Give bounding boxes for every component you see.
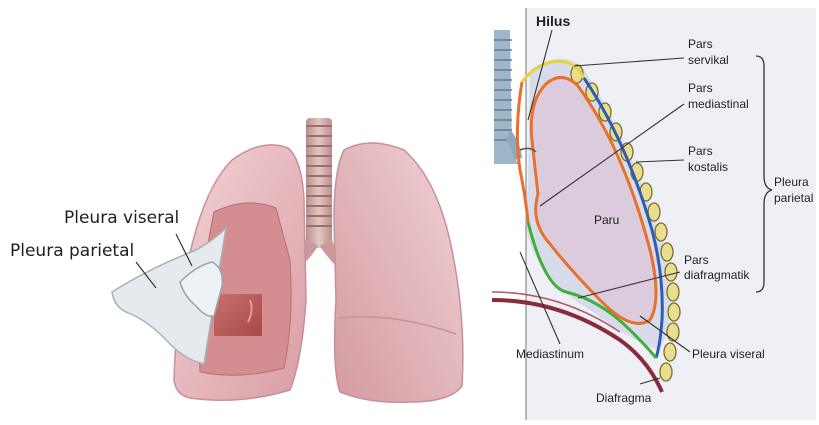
label-pleura-viseral-left: Pleura viseral: [64, 208, 179, 228]
label-pars-servikal-1: Pars: [688, 37, 713, 51]
exposed-lung-tissue: [214, 294, 262, 336]
label-pars-kostalis-2: kostalis: [688, 160, 728, 174]
label-mediastinum: Mediastinum: [516, 347, 584, 361]
label-pleura-viseral-right: Pleura viseral: [692, 347, 765, 361]
label-paru: Paru: [594, 213, 619, 227]
label-pleura-parietal-1: Pleura: [774, 175, 809, 189]
label-diafragma: Diafragma: [596, 391, 652, 405]
label-pars-servikal-2: servikal: [688, 53, 729, 67]
label-hilus: Hilus: [536, 13, 570, 29]
label-pleura-parietal-2: parietal: [774, 191, 813, 205]
label-pars-mediastinal-2: mediastinal: [688, 97, 749, 111]
label-pleura-parietal-left: Pleura parietal: [10, 241, 134, 261]
label-pars-diafragmatik-2: diafragmatik: [684, 268, 750, 282]
label-pars-diafragmatik-1: Pars: [684, 253, 709, 267]
label-pars-kostalis-1: Pars: [688, 144, 713, 158]
left-lung-shape: [334, 143, 463, 402]
right-schematic: Hilus Pars servikal Pars mediastinal Par…: [492, 8, 816, 420]
left-lungs-illustration: Pleura viseral Pleura parietal: [10, 118, 463, 402]
label-pars-mediastinal-1: Pars: [688, 81, 713, 95]
